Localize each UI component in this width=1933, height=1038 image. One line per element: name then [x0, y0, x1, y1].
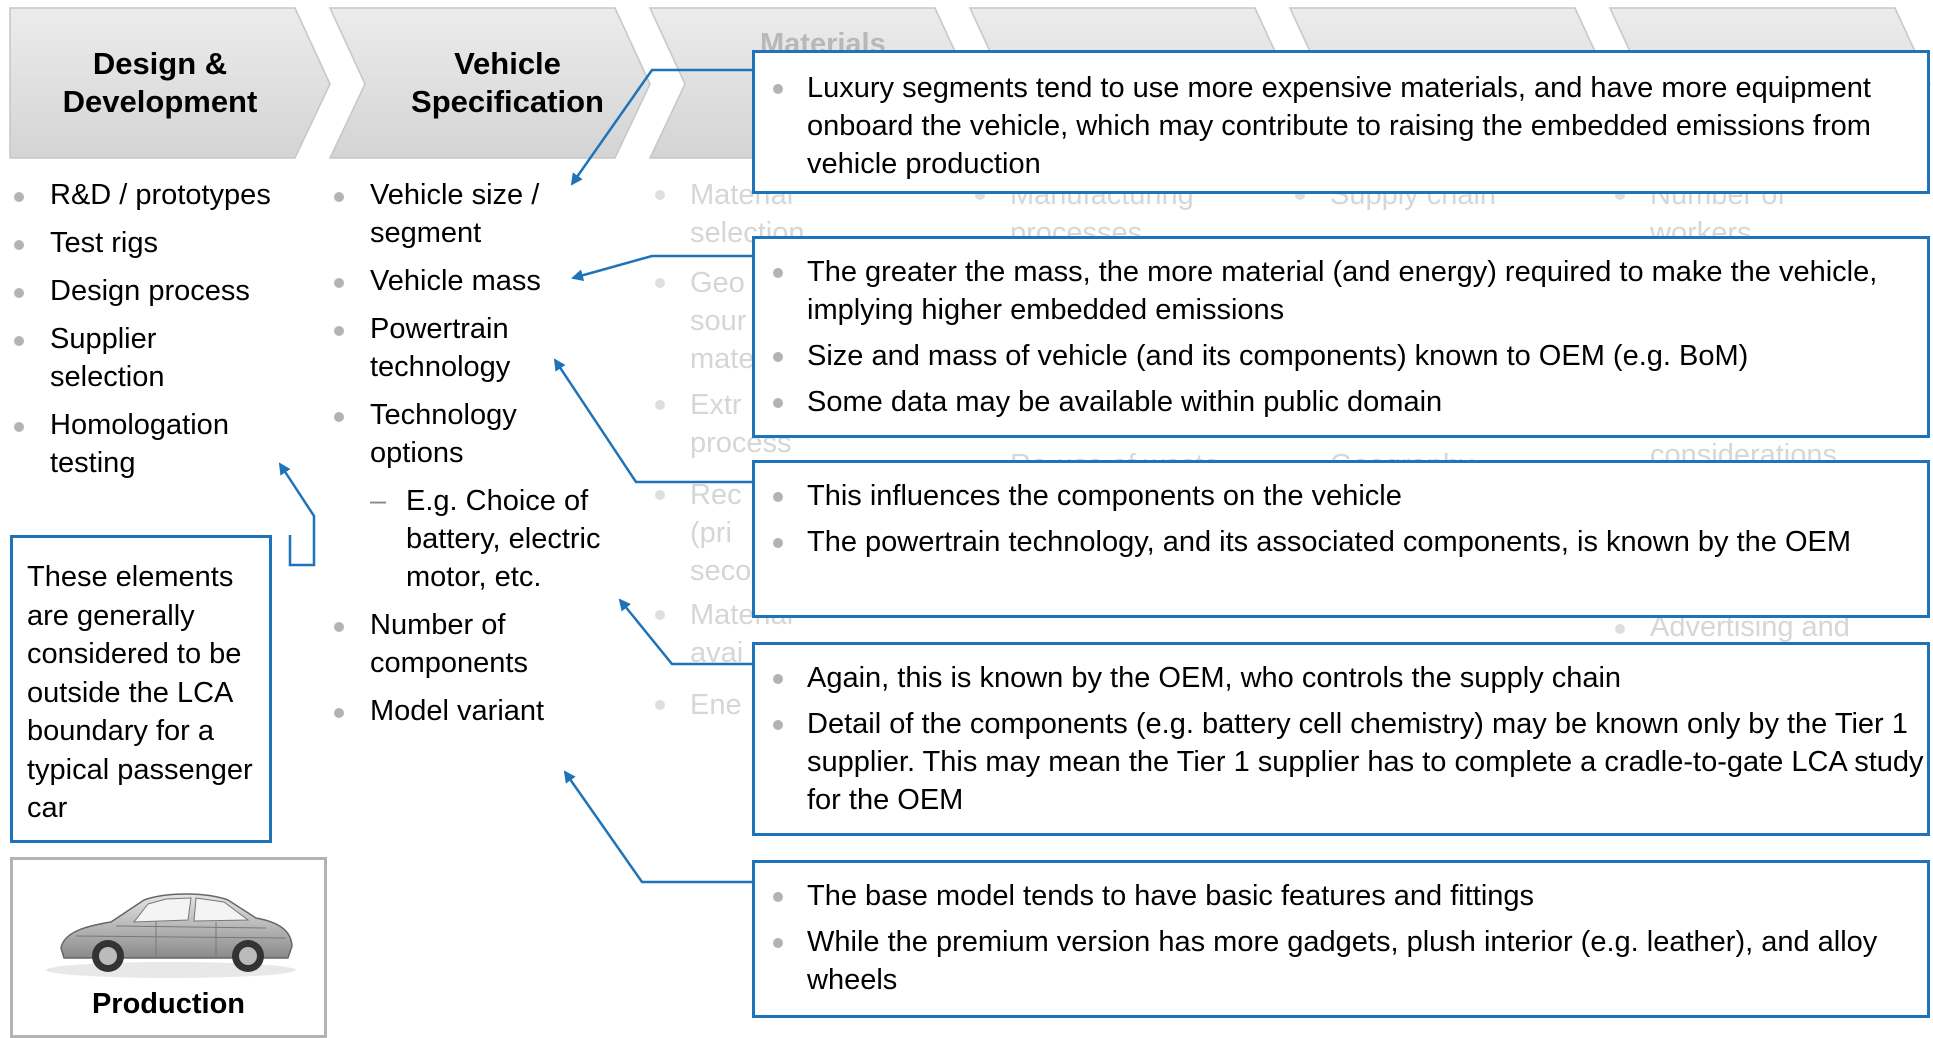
callout-bullet: The powertrain technology, and its assoc… — [755, 523, 1927, 561]
chevron-label-line: Development — [62, 84, 258, 119]
list-item: Homologation testing — [10, 406, 270, 482]
production-label: Production — [91, 988, 246, 1020]
design-list: R&D / prototypes Test rigs Design proces… — [10, 176, 310, 492]
list-item: Technology options — [330, 396, 550, 472]
list-item: Design process — [10, 272, 310, 310]
list-item: Powertrain technology — [330, 310, 550, 386]
callout-bullet: Luxury segments tend to use more expensi… — [755, 69, 1927, 183]
ghost-text: Ene — [690, 689, 742, 721]
chevron-label-spec: Vehicle Specification — [370, 44, 645, 122]
callout-bullet: Size and mass of vehicle (and its compon… — [755, 337, 1927, 375]
callout-vehicle-size: Luxury segments tend to use more expensi… — [752, 50, 1930, 194]
callout-model-variant: The base model tends to have basic featu… — [752, 860, 1930, 1018]
callout-bullet: This influences the components on the ve… — [755, 477, 1927, 515]
chevron-label-design: Design & Development — [20, 44, 300, 122]
ghost-bullet — [655, 190, 665, 200]
ghost-text: sour — [690, 305, 747, 337]
spec-list: Vehicle size / segment Vehicle mass Powe… — [330, 176, 615, 740]
ghost-bullet — [1615, 190, 1625, 200]
ghost-text: Rec — [690, 479, 742, 511]
production-box: Production — [10, 857, 327, 1038]
chevron-label-line: Design & — [92, 46, 228, 81]
lca-boundary-note: These elements are generally considered … — [10, 535, 272, 843]
ghost-bullet — [655, 400, 665, 410]
ghost-text: (pri — [690, 517, 732, 549]
ghost-bullet — [655, 278, 665, 288]
list-item: Vehicle size / segment — [330, 176, 550, 252]
ghost-text: Geo — [690, 267, 745, 299]
list-sub-item: E.g. Choice of battery, electric motor, … — [330, 482, 606, 596]
list-item: Vehicle mass — [330, 262, 615, 300]
car-cutaway-icon — [46, 893, 296, 978]
chevron-label-line: Vehicle — [454, 46, 561, 81]
callout-vehicle-mass: The greater the mass, the more material … — [752, 236, 1930, 438]
list-item: Number of components — [330, 606, 570, 682]
callout-bullet: While the premium version has more gadge… — [755, 923, 1927, 999]
ghost-text: mate — [690, 343, 755, 375]
ghost-bullet — [655, 610, 665, 620]
ghost-bullet — [1295, 190, 1305, 200]
callout-bullet: Again, this is known by the OEM, who con… — [755, 659, 1927, 697]
ghost-text: Extr — [690, 389, 742, 421]
callout-powertrain: This influences the components on the ve… — [752, 460, 1930, 618]
ghost-bullet — [1615, 624, 1625, 634]
callout-bullet: The base model tends to have basic featu… — [755, 877, 1927, 915]
note-text: These elements are generally considered … — [27, 561, 253, 824]
chevron-label-line: Specification — [411, 84, 604, 119]
ghost-text: avai — [690, 637, 744, 669]
chevron-design — [9, 7, 331, 159]
ghost-text: seco — [690, 555, 752, 587]
list-item: Model variant — [330, 692, 615, 730]
callout-bullet: The greater the mass, the more material … — [755, 253, 1927, 329]
ghost-bullet — [655, 490, 665, 500]
ghost-bullet — [975, 190, 985, 200]
callout-components: Again, this is known by the OEM, who con… — [752, 642, 1930, 836]
callout-bullet: Detail of the components (e.g. battery c… — [755, 705, 1927, 819]
callout-bullet: Some data may be available within public… — [755, 383, 1927, 421]
arrow-model-variant — [563, 770, 752, 884]
list-item: Supplier selection — [10, 320, 240, 396]
ghost-bullet — [655, 700, 665, 710]
list-item: R&D / prototypes — [10, 176, 310, 214]
list-item: Test rigs — [10, 224, 310, 262]
